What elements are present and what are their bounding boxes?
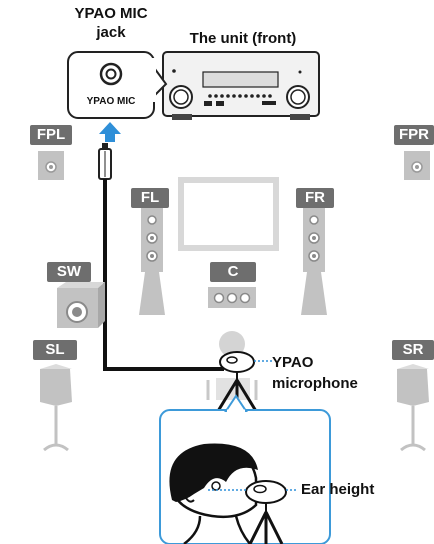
ear-height-label: Ear height: [301, 481, 375, 498]
speaker-tag-sr: SR: [392, 340, 434, 360]
av-receiver: [162, 51, 320, 120]
listener-seat: [206, 331, 258, 400]
jack-callout: [67, 51, 168, 119]
jack-title: YPAO MIC jack: [74, 5, 148, 41]
blue-arrow-icon: [99, 122, 121, 142]
speaker-sl: [40, 364, 72, 452]
speaker-fr: [301, 208, 327, 315]
speaker-fpr: [404, 151, 430, 180]
speaker-sr: [397, 364, 429, 452]
speaker-tag-sw: SW: [47, 262, 91, 282]
microphone-label: YPAO microphone: [272, 354, 358, 392]
jack-panel-label: YPAO MIC: [86, 96, 136, 107]
speaker-tag-sl: SL: [33, 340, 77, 360]
speaker-fpl: [38, 151, 64, 180]
speaker-tag-fr: FR: [296, 188, 334, 208]
speaker-tag-fpl: FPL: [30, 125, 72, 145]
tv-screen: [178, 177, 279, 251]
speaker-tag-c: C: [210, 262, 256, 282]
unit-front-label: The unit (front): [189, 30, 297, 47]
ear-height-inset: [159, 394, 331, 544]
speaker-sw: [57, 282, 105, 328]
speaker-tag-fpr: FPR: [394, 125, 434, 145]
microphone-cable: [98, 143, 224, 371]
speaker-tag-fl: FL: [131, 188, 169, 208]
speaker-fl: [139, 208, 165, 315]
speaker-c: [208, 287, 256, 308]
